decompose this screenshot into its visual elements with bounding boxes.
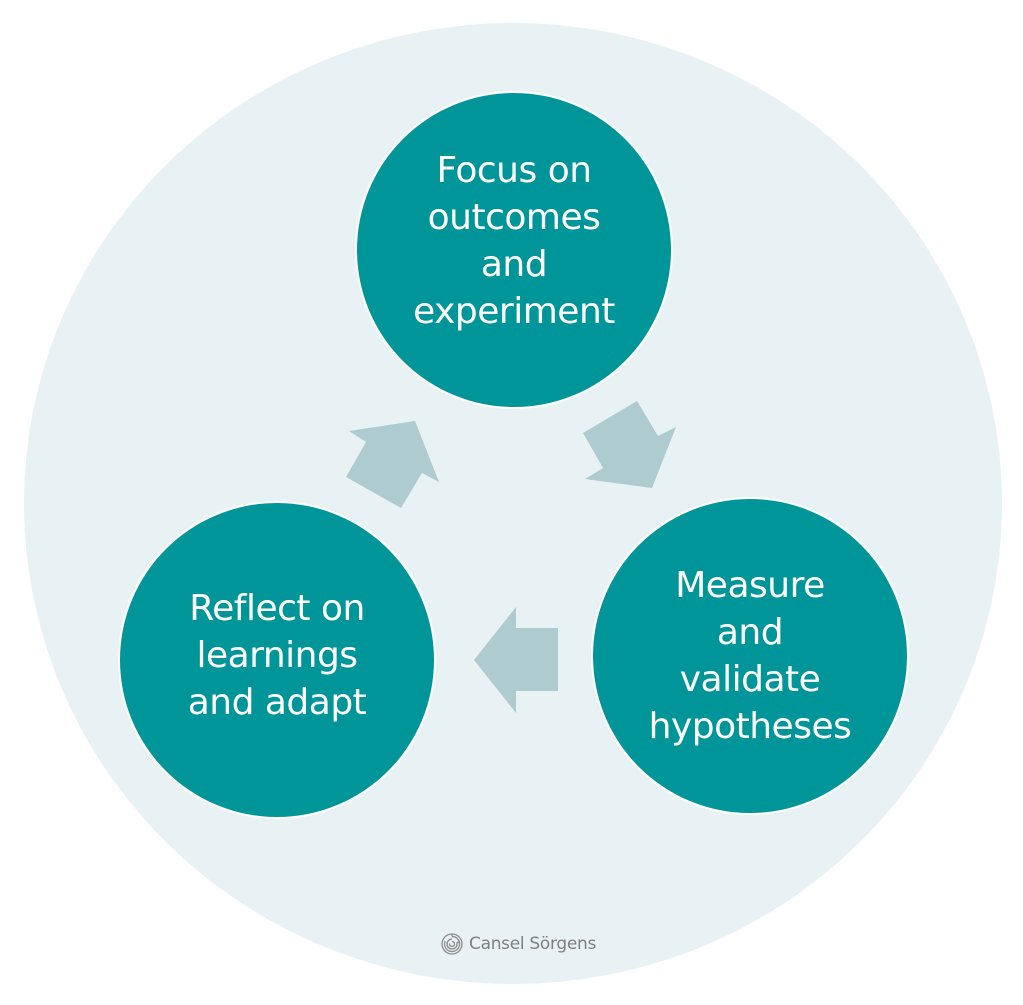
node-focus-on-outcomes: Focus on outcomes and experiment (357, 93, 671, 407)
author-credit: Cansel Sörgens (441, 932, 596, 956)
node-label: Reflect on learnings and adapt (187, 587, 367, 723)
arrow-right-to-left (474, 607, 558, 713)
maze-logo-icon (441, 933, 463, 955)
node-label: Measure and validate hypotheses (648, 565, 852, 747)
node-measure-and-validate: Measure and validate hypotheses (593, 499, 907, 813)
arrow-left-to-top (346, 421, 439, 508)
author-name: Cansel Sörgens (469, 934, 597, 954)
arrow-top-to-right (583, 401, 676, 488)
node-reflect-and-adapt: Reflect on learnings and adapt (120, 503, 434, 817)
node-label: Focus on outcomes and experiment (413, 150, 615, 332)
